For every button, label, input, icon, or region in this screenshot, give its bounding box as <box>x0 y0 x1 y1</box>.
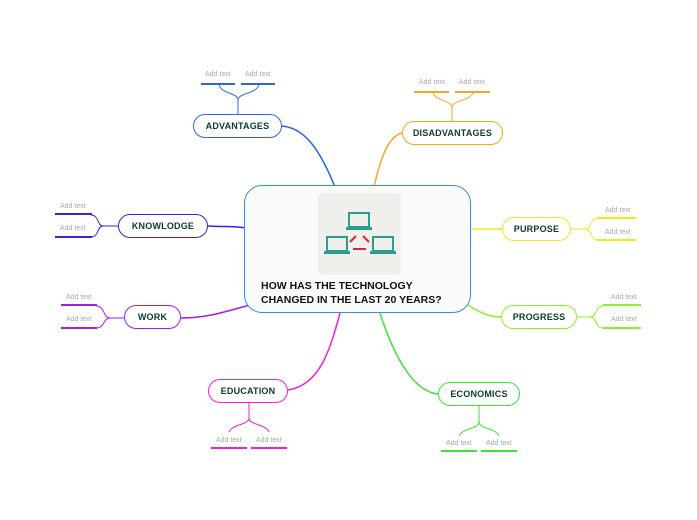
title-line-2: CHANGED IN THE LAST 20 YEARS? <box>261 294 442 306</box>
subtopic-education-1[interactable]: Add text <box>216 437 242 444</box>
subtopic-economics-1[interactable]: Add text <box>446 440 472 447</box>
economics-connectors <box>379 312 517 452</box>
knowlodge-connectors <box>55 213 246 238</box>
disadvantages-connectors <box>373 91 490 188</box>
subtopic-education-2[interactable]: Add text <box>256 437 282 444</box>
topic-disadvantages[interactable]: DISADVANTAGES <box>402 121 503 145</box>
education-connectors <box>211 312 341 449</box>
central-topic-title: HOW HAS THE TECHNOLOGY CHANGED IN THE LA… <box>261 279 466 307</box>
subtopic-progress-1[interactable]: Add text <box>611 294 637 301</box>
subtopic-economics-2[interactable]: Add text <box>486 440 512 447</box>
work-connectors <box>61 304 251 329</box>
central-topic[interactable]: HOW HAS THE TECHNOLOGY CHANGED IN THE LA… <box>244 185 471 313</box>
subtopic-knowlodge-1[interactable]: Add text <box>60 203 86 210</box>
topic-knowlodge[interactable]: KNOWLODGE <box>118 214 208 238</box>
subtopic-advantages-1[interactable]: Add text <box>205 71 231 78</box>
topic-progress[interactable]: PROGRESS <box>501 305 577 329</box>
subtopic-purpose-2[interactable]: Add text <box>605 229 631 236</box>
topic-work[interactable]: WORK <box>124 305 181 329</box>
subtopic-progress-2[interactable]: Add text <box>611 316 637 323</box>
subtopic-advantages-2[interactable]: Add text <box>245 71 271 78</box>
subtopic-disadvantages-2[interactable]: Add text <box>459 79 485 86</box>
topic-education[interactable]: EDUCATION <box>208 379 288 403</box>
topic-economics[interactable]: ECONOMICS <box>438 382 520 406</box>
subtopic-work-1[interactable]: Add text <box>66 294 92 301</box>
subtopic-work-2[interactable]: Add text <box>66 316 92 323</box>
subtopic-knowlodge-2[interactable]: Add text <box>60 225 86 232</box>
purpose-connectors <box>469 217 636 241</box>
title-line-1: HOW HAS THE TECHNOLOGY <box>261 280 413 292</box>
subtopic-purpose-1[interactable]: Add text <box>605 207 631 214</box>
subtopic-disadvantages-1[interactable]: Add text <box>419 79 445 86</box>
advantages-connectors <box>201 83 336 188</box>
topic-purpose[interactable]: PURPOSE <box>502 217 571 241</box>
topic-advantages[interactable]: ADVANTAGES <box>193 114 282 138</box>
network-computers-icon <box>318 193 401 275</box>
progress-connectors <box>467 304 641 329</box>
